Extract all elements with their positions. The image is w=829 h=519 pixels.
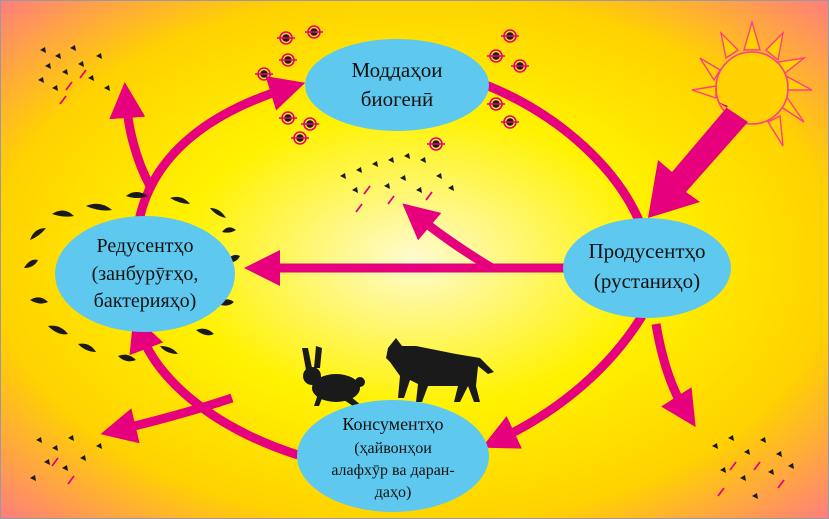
node-producers-line2: (рустаниҳо) xyxy=(594,269,700,293)
node-decomposers-line3: бактерияҳо) xyxy=(94,290,197,312)
node-consumers: Консументҳо (ҳайвонҳои алафхӯр ва даран-… xyxy=(297,400,489,512)
node-consumers-line3: алафхӯр ва даран- xyxy=(331,462,454,479)
node-producers-line1: Продусентҳо xyxy=(588,239,705,263)
node-biogenic-line1: Моддаҳои xyxy=(352,58,443,82)
node-producers: Продусентҳо (рустаниҳо) xyxy=(563,218,731,318)
node-decomposers-line1: Редусентҳо xyxy=(96,235,193,257)
node-consumers-line4: даҳо) xyxy=(375,484,412,501)
node-decomposers-line2: (занбурӯғҳо, xyxy=(92,263,199,285)
node-consumers-line2: (ҳайвонҳои xyxy=(354,440,432,457)
node-decomposers: Редусентҳо (занбурӯғҳо, бактерияҳо) xyxy=(55,216,235,332)
node-biogenic: Моддаҳои биогенӣ xyxy=(305,39,489,131)
node-biogenic-line2: биогенӣ xyxy=(361,87,434,111)
node-consumers-line1: Консументҳо xyxy=(342,414,443,434)
